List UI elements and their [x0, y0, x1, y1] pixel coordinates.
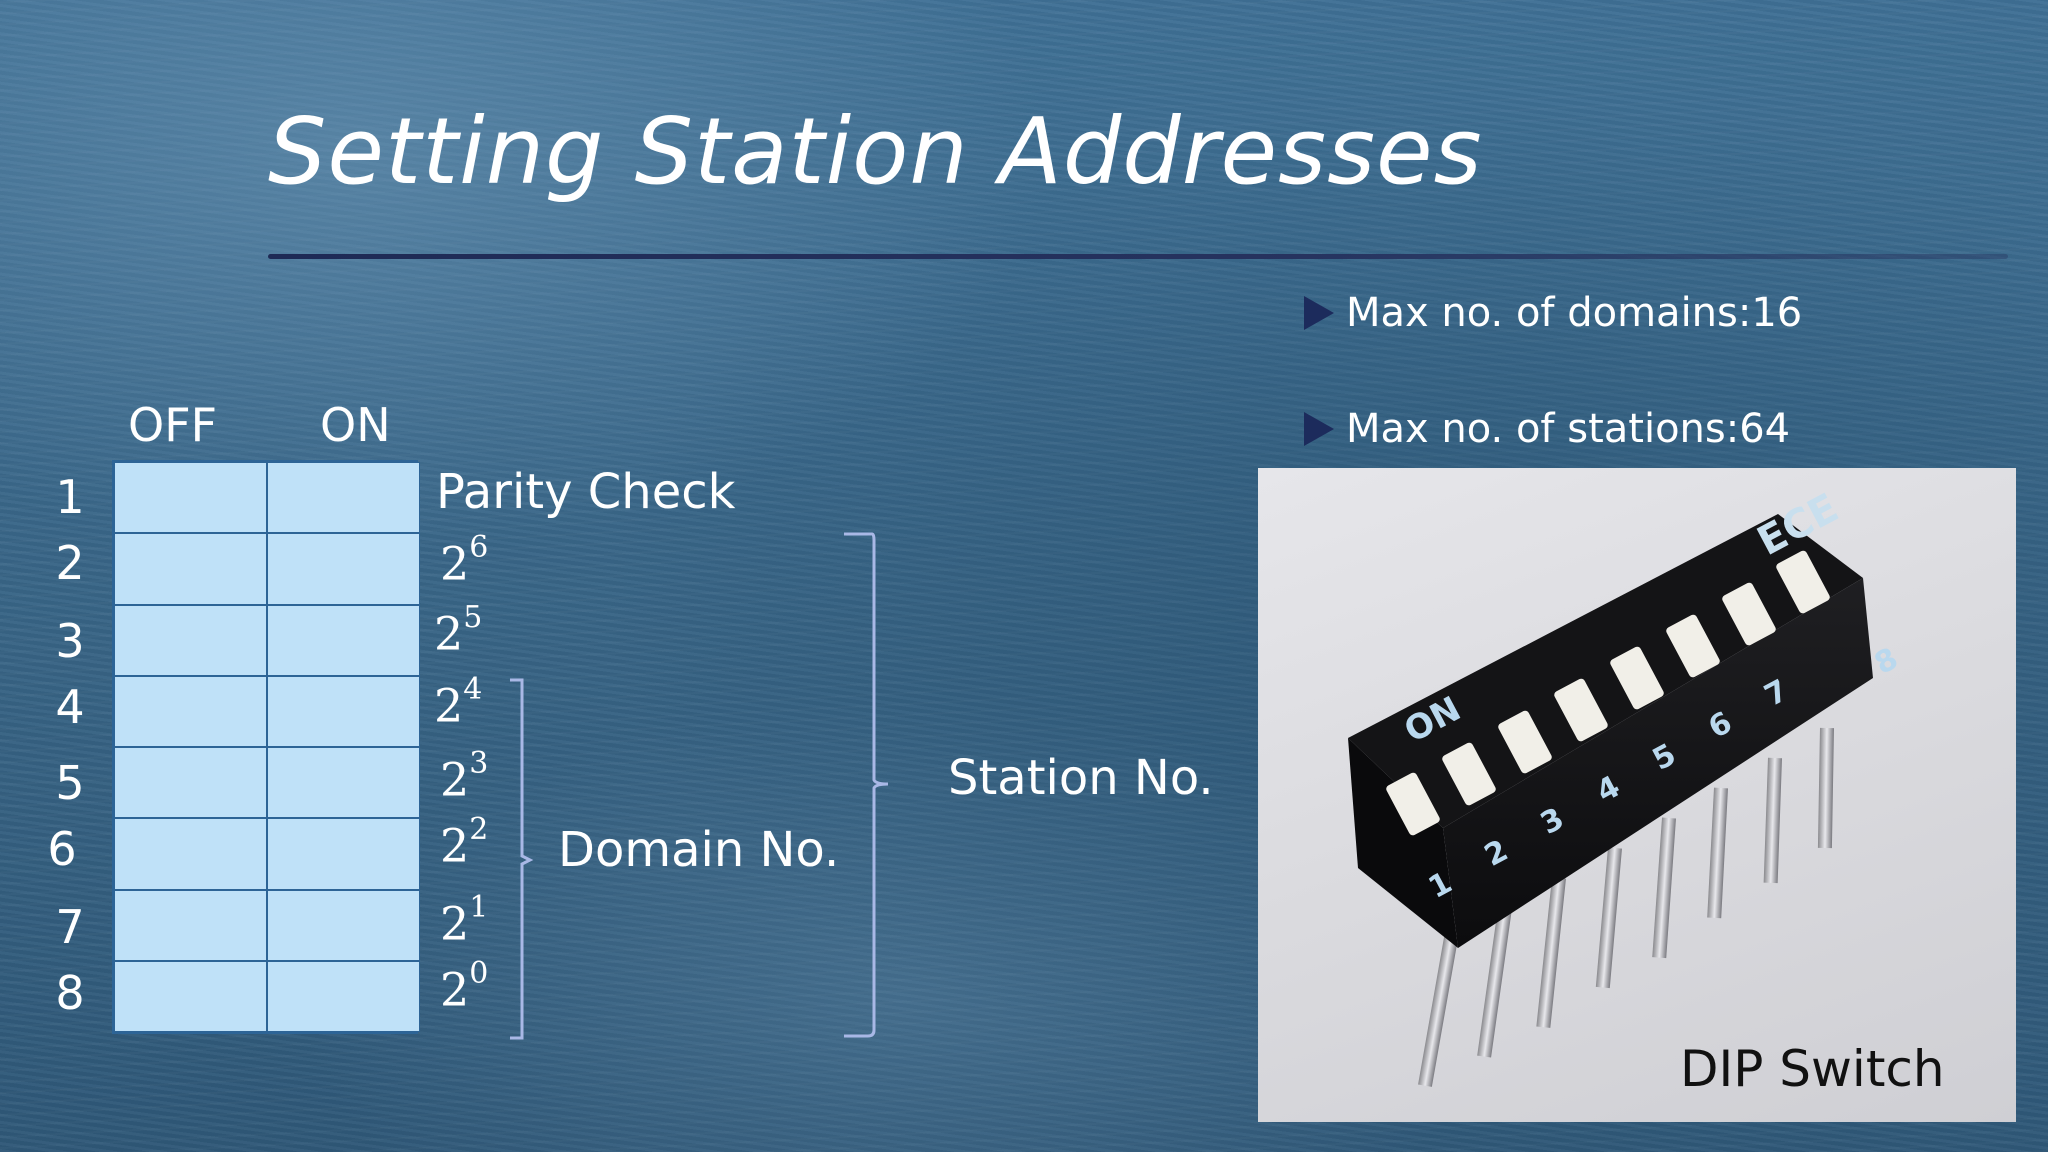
parity-check-label: Parity Check — [436, 464, 736, 520]
domain-number-label: Domain No. — [558, 822, 840, 878]
switch-2-off-cell — [114, 533, 267, 605]
switch-1-on-cell — [267, 462, 420, 534]
row-number: 4 — [55, 680, 85, 734]
power-label-2-6: 26 — [440, 530, 488, 591]
power-label-2-3: 23 — [440, 746, 488, 807]
power-label-2-5: 25 — [434, 600, 482, 661]
switch-1-off-cell — [114, 462, 267, 534]
power-label-2-1: 21 — [440, 890, 488, 951]
power-label-2-4: 24 — [434, 672, 482, 733]
bullet-max-stations: Max no. of stations:64 — [1304, 406, 1790, 452]
power-base: 2 — [440, 962, 470, 1017]
row-number: 6 — [47, 822, 77, 876]
row-number: 2 — [55, 536, 85, 590]
bullet-text: Max no. of domains:16 — [1346, 290, 1803, 336]
switch-8-off-cell — [114, 960, 267, 1032]
switch-4-on-cell — [267, 675, 420, 747]
switch-5-off-cell — [114, 747, 267, 819]
power-exponent: 3 — [469, 746, 489, 781]
power-base: 2 — [434, 678, 464, 733]
switch-3-off-cell — [114, 604, 267, 676]
switch-4-off-cell — [114, 675, 267, 747]
triangle-bullet-icon — [1304, 412, 1334, 446]
power-base: 2 — [440, 818, 470, 873]
power-base: 2 — [440, 896, 470, 951]
slide-title: Setting Station Addresses — [268, 98, 1483, 205]
dip-switch-photo: ON ECE 1 2 3 4 5 6 7 8 — [1258, 468, 2016, 1122]
bullet-text: Max no. of stations:64 — [1346, 406, 1791, 452]
row-number: 3 — [55, 614, 85, 668]
power-exponent: 2 — [469, 812, 489, 847]
power-base: 2 — [440, 752, 470, 807]
title-underline — [268, 254, 2008, 259]
row-number: 1 — [55, 470, 85, 524]
photo-caption: DIP Switch — [1680, 1040, 1945, 1098]
power-exponent: 4 — [463, 672, 483, 707]
bullet-max-domains: Max no. of domains:16 — [1304, 290, 1802, 336]
off-column-header: OFF — [128, 398, 218, 452]
power-label-2-2: 22 — [440, 812, 488, 873]
on-column-header: ON — [320, 398, 391, 452]
triangle-bullet-icon — [1304, 296, 1334, 330]
power-base: 2 — [440, 536, 470, 591]
domain-bracket — [510, 678, 534, 1040]
switch-3-on-cell — [267, 604, 420, 676]
row-number: 5 — [55, 756, 85, 810]
station-bracket — [844, 532, 889, 1038]
row-number: 8 — [55, 966, 85, 1020]
switch-5-on-cell — [267, 747, 420, 819]
power-exponent: 6 — [469, 530, 489, 565]
switch-8-on-cell — [267, 960, 420, 1032]
switch-6-off-cell — [114, 818, 267, 890]
switch-7-on-cell — [267, 889, 420, 961]
power-exponent: 0 — [469, 956, 489, 991]
pins — [1418, 727, 1834, 1087]
dip-switch-illustration — [1348, 514, 1873, 1087]
power-exponent: 5 — [463, 600, 483, 635]
power-label-2-0: 20 — [440, 956, 488, 1017]
power-base: 2 — [434, 606, 464, 661]
row-number: 7 — [55, 900, 85, 954]
switch-7-off-cell — [114, 889, 267, 961]
station-number-label: Station No. — [948, 750, 1214, 806]
switch-2-on-cell — [267, 533, 420, 605]
switch-6-on-cell — [267, 818, 420, 890]
dip-switch-table — [112, 460, 420, 1034]
power-exponent: 1 — [469, 890, 489, 925]
